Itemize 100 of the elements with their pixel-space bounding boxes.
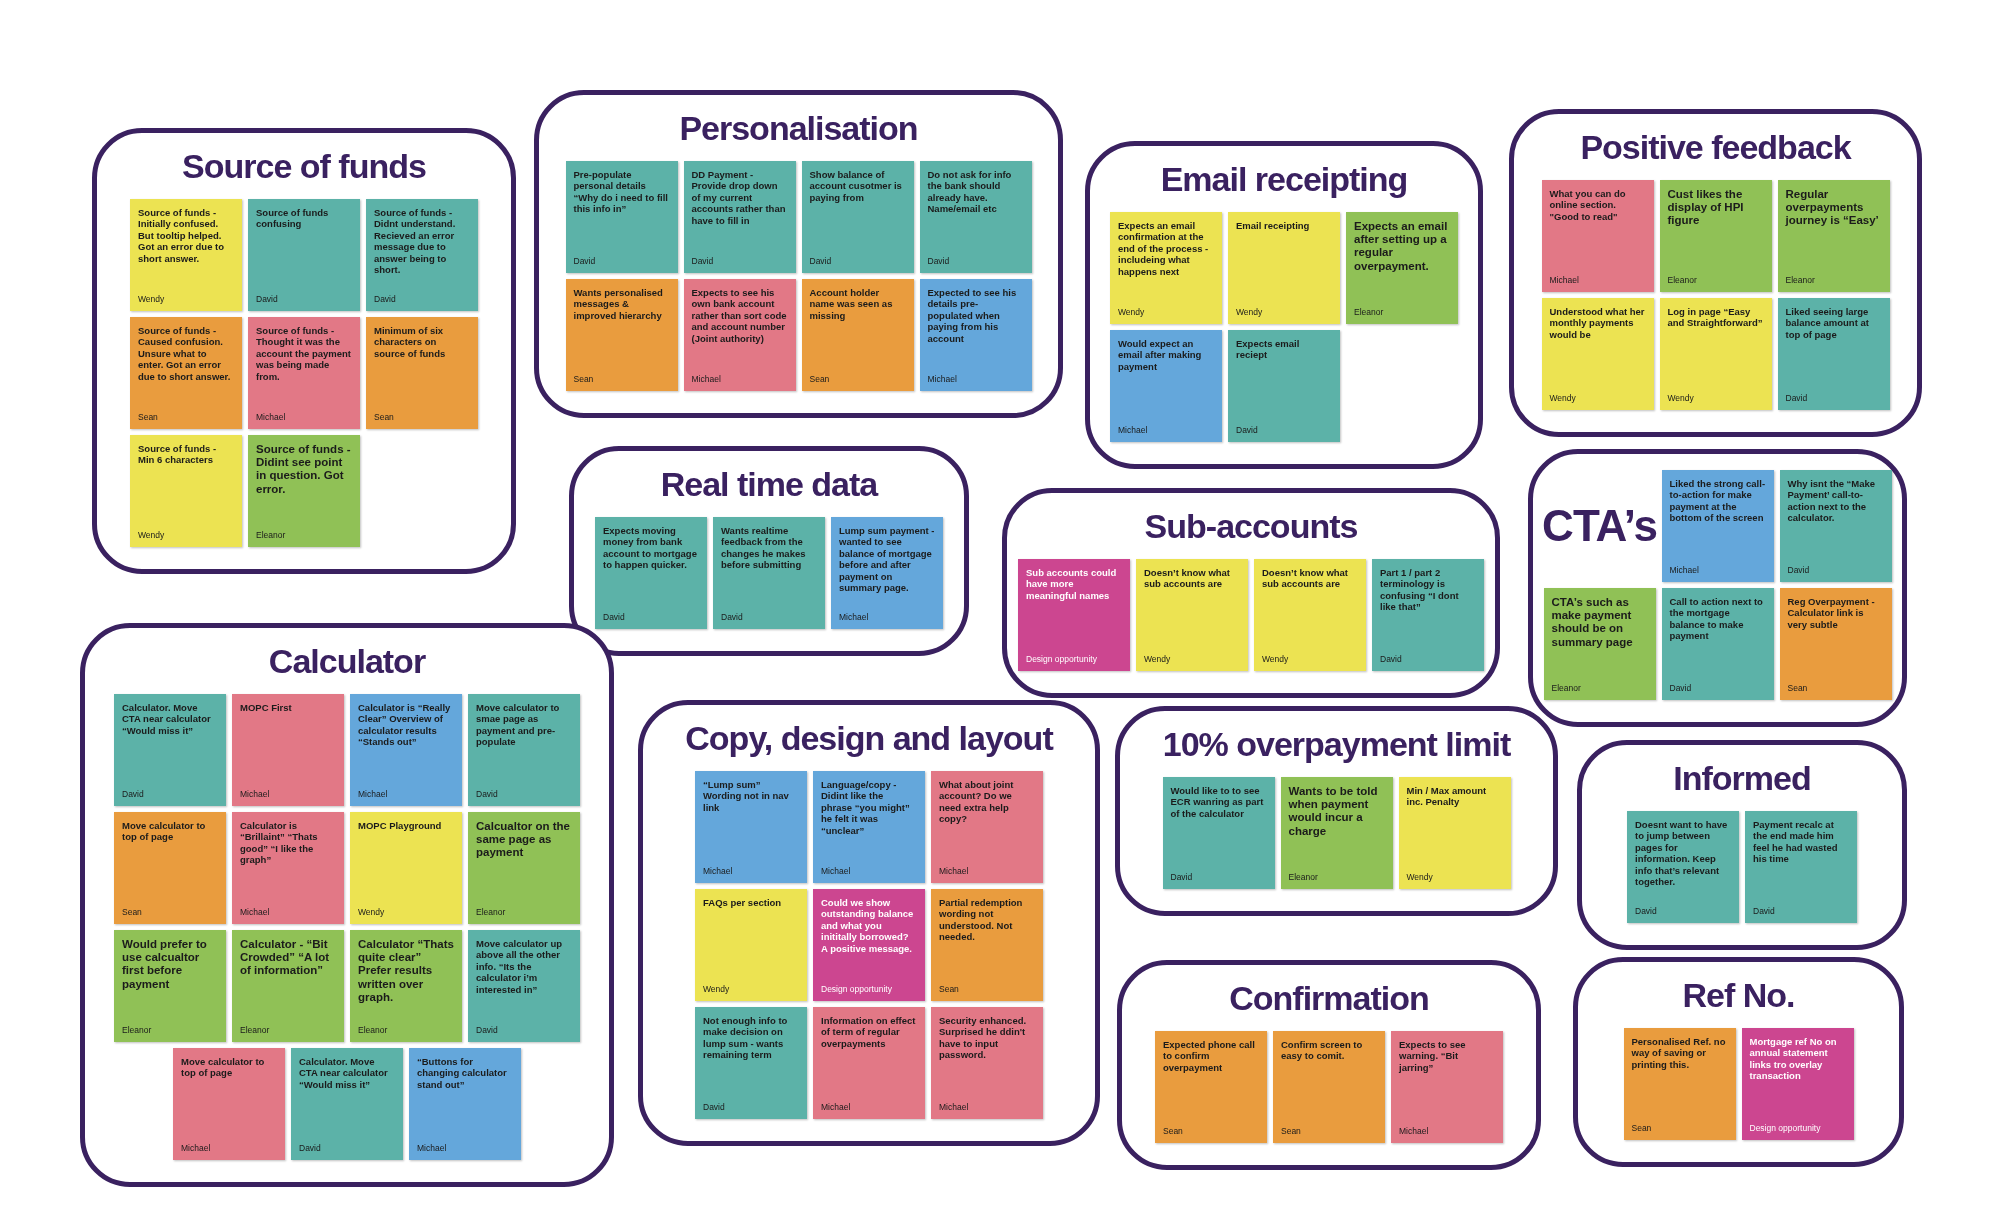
cluster-outline xyxy=(1115,706,1558,916)
note-text: Source of funds - Min 6 characters xyxy=(138,443,218,466)
sticky-note xyxy=(813,771,925,883)
cluster-heading: Real time data xyxy=(660,467,878,501)
sticky-note xyxy=(1623,1028,1736,1140)
note-author: Sean xyxy=(1163,1126,1183,1135)
cluster-heading: 10% overpayment limit xyxy=(1162,727,1511,761)
sticky-note xyxy=(468,930,580,1042)
sticky-note xyxy=(1661,470,1774,582)
note-author: Sean xyxy=(1631,1123,1652,1132)
note-author: Wendy xyxy=(138,530,165,539)
sticky-note xyxy=(565,279,678,391)
cluster-outline xyxy=(569,446,969,656)
sticky-note xyxy=(1543,588,1656,700)
sticky-note xyxy=(565,161,678,273)
note-author: Wendy xyxy=(358,907,385,916)
note-author: Eleanor xyxy=(1785,275,1815,284)
note-text: Min / Max amount inc. Penalty xyxy=(1406,785,1488,808)
note-author: David xyxy=(299,1143,321,1152)
sticky-note xyxy=(1661,588,1774,700)
note-text: Move calculator to top of page xyxy=(122,820,207,843)
sticky-note xyxy=(931,889,1043,1001)
note-author: Michael xyxy=(703,866,733,875)
note-author: Michael xyxy=(417,1143,447,1152)
sticky-note xyxy=(366,199,478,311)
note-author: Michael xyxy=(240,907,270,916)
cluster-heading: Email receipting xyxy=(1160,162,1408,196)
note-text: Information on effect of term of regular overpayments xyxy=(821,1015,917,1050)
cluster-outline xyxy=(1528,449,1907,727)
sticky-note xyxy=(1745,811,1857,923)
note-text: Email receipting xyxy=(1236,220,1311,232)
note-text: CTA’s such as make payment should be on summary page xyxy=(1551,596,1634,649)
sticky-note xyxy=(1779,470,1892,582)
note-author: Wendy xyxy=(138,294,165,303)
sticky-note xyxy=(1659,298,1772,410)
note-text: Partial redemption wording not understood. Not needed. xyxy=(939,897,1024,943)
sticky-note xyxy=(468,694,580,806)
note-author: Eleanor xyxy=(358,1025,388,1034)
sticky-note xyxy=(713,517,825,629)
cluster-heading: Positive feedback xyxy=(1580,130,1851,164)
note-author: Michael xyxy=(821,1102,851,1111)
sticky-note xyxy=(114,694,226,806)
sticky-note xyxy=(595,517,707,629)
note-text: Regular overpayments journey is “Easy’ xyxy=(1785,188,1880,228)
note-author: David xyxy=(809,256,832,265)
sticky-note xyxy=(1228,330,1340,442)
note-text: Liked seeing large balance amount at top of page xyxy=(1785,306,1870,341)
note-text: MOPC Playground xyxy=(358,820,443,832)
note-text: What you can do online section. "Good to read" xyxy=(1549,188,1627,223)
note-author: David xyxy=(476,1025,498,1034)
sticky-note xyxy=(1398,777,1511,889)
note-author: Eleanor xyxy=(1354,307,1384,316)
cluster-outline xyxy=(534,90,1063,418)
cluster-outline xyxy=(1002,488,1500,698)
note-text: Not enough info to make decision on lump sum - wants remaining term xyxy=(703,1015,789,1061)
cluster-outline xyxy=(1085,141,1483,469)
sticky-note xyxy=(931,1007,1043,1119)
cluster-heading: Calculator xyxy=(268,644,426,678)
note-author: Design opportunity xyxy=(821,984,892,993)
sticky-note xyxy=(468,812,580,924)
note-author: Michael xyxy=(821,866,851,875)
cluster-heading: Copy, design and layout xyxy=(685,721,1053,755)
cluster-heading: Sub-accounts xyxy=(1144,509,1358,543)
sticky-note xyxy=(1273,1031,1385,1143)
note-text: Source of funds - Didint see point in question. Got error. xyxy=(256,443,352,496)
sticky-note xyxy=(291,1048,403,1160)
note-author: Sean xyxy=(939,984,959,993)
note-author: Wendy xyxy=(1262,654,1289,663)
note-text: Calculator is “Brillaint” “Thats good” “I like the graph” xyxy=(240,820,319,866)
note-author: Wendy xyxy=(1406,872,1433,881)
sticky-note xyxy=(1372,559,1484,671)
note-text: Personalised Ref. no way of saving or printing this. xyxy=(1631,1036,1727,1071)
note-text: Do not ask for info the bank should already have. Name/email etc xyxy=(927,169,1013,215)
sticky-note xyxy=(130,317,242,429)
note-author: Eleanor xyxy=(476,907,506,916)
sticky-note xyxy=(248,435,360,547)
cluster-heading: Ref No. xyxy=(1682,978,1795,1012)
cluster-outline xyxy=(92,128,516,574)
note-text: Calculator is “Really Clear” Overview of calculator results “Stands out” xyxy=(358,702,452,748)
cluster-heading: Confirmation xyxy=(1229,981,1429,1015)
sticky-note xyxy=(813,889,925,1001)
note-author: Michael xyxy=(939,866,969,875)
sticky-note xyxy=(350,930,462,1042)
note-author: Michael xyxy=(927,374,957,383)
cluster-heading: CTA’s xyxy=(1542,504,1657,548)
note-author: David xyxy=(374,294,396,303)
note-text: Source of funds - Caused confusion. Unsure what to enter. Got an error due to short answer. xyxy=(138,325,232,382)
sticky-note xyxy=(1779,588,1892,700)
sticky-note xyxy=(248,317,360,429)
sticky-note xyxy=(409,1048,521,1160)
note-author: Eleanor xyxy=(1667,275,1697,284)
cluster-outline xyxy=(638,700,1100,1146)
note-author: Wendy xyxy=(1118,307,1145,316)
sticky-note xyxy=(1110,330,1222,442)
sticky-note xyxy=(695,1007,807,1119)
note-text: Lump sum payment - wanted to see balance of mortgage before and after payment on summary page. xyxy=(839,525,935,594)
note-text: Move calculator to smae page as payment and pre-populate xyxy=(476,702,561,748)
note-text: Show balance of account cusotmer is paying from xyxy=(809,169,903,204)
note-author: David xyxy=(1236,425,1258,434)
note-author: Wendy xyxy=(1236,307,1263,316)
